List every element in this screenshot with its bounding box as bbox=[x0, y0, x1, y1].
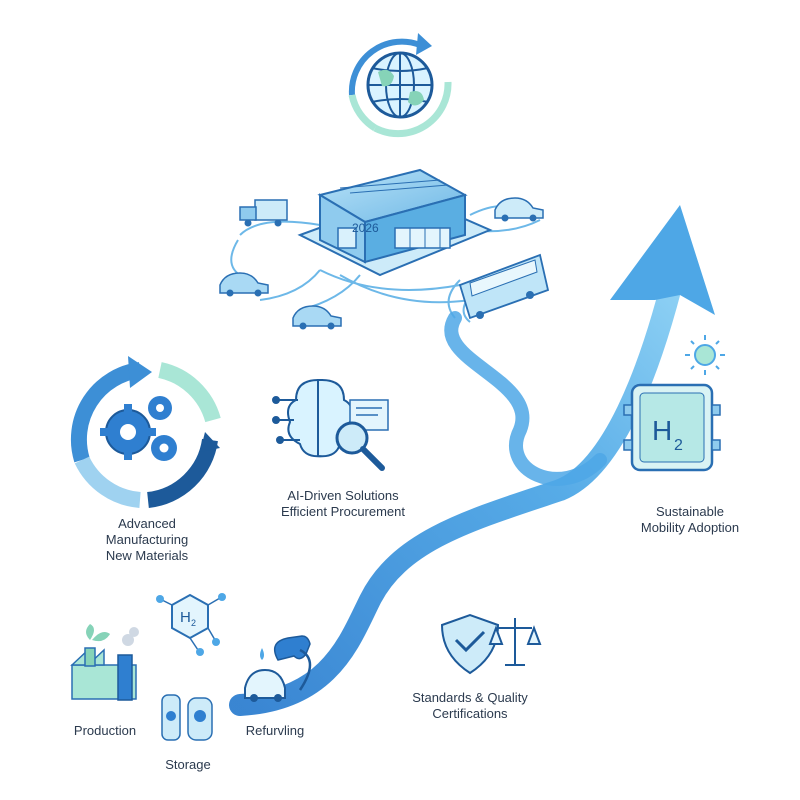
magnifier-icon bbox=[335, 421, 385, 471]
storage-tanks-icon bbox=[161, 694, 213, 741]
hydrogen-symbol: H bbox=[652, 415, 672, 446]
storage-label: Storage bbox=[165, 757, 211, 772]
ai-label: AI-Driven Solutions Efficient Procuremen… bbox=[258, 488, 428, 520]
standards-label-line1: Standards & Quality bbox=[412, 690, 528, 705]
sun-icon bbox=[685, 335, 725, 375]
hydrogen-subscript: 2 bbox=[674, 437, 683, 454]
manufacturing-label-line2: Manufacturing bbox=[105, 532, 189, 547]
refueling-label: Refurvling bbox=[245, 723, 305, 738]
ai-brain-icon bbox=[272, 379, 353, 458]
ai-label-line2: Efficient Procurement bbox=[280, 504, 406, 519]
bus-icon bbox=[458, 253, 550, 320]
gear-icon-large bbox=[100, 404, 156, 460]
standards-label-line2: Certifications bbox=[432, 706, 508, 721]
mobility-label-line1: Sustainable bbox=[656, 504, 724, 519]
car-icon-left bbox=[219, 272, 269, 297]
standards-label: Standards & Quality Certifications bbox=[400, 690, 540, 722]
car-icon-bottom bbox=[292, 305, 342, 330]
production-label: Production bbox=[73, 723, 137, 738]
delivery-truck-icon bbox=[239, 199, 288, 227]
molecule-symbol: H bbox=[180, 609, 191, 626]
manufacturing-label-line3: New Materials bbox=[105, 548, 189, 563]
balance-scale-icon bbox=[488, 618, 542, 666]
globe-cycle-icon bbox=[348, 33, 452, 138]
refuel-car-icon bbox=[244, 668, 286, 702]
molecule-subscript: 2 bbox=[191, 618, 196, 628]
production-factory-icon bbox=[70, 624, 139, 701]
fuel-nozzle-icon bbox=[260, 635, 312, 691]
ai-label-line1: AI-Driven Solutions bbox=[287, 488, 399, 503]
gear-icon-small-bottom bbox=[151, 435, 177, 461]
manufacturing-cycle-icon bbox=[70, 356, 221, 508]
mobility-label-line2: Mobility Adoption bbox=[640, 520, 740, 535]
hydrogen-tank-icon bbox=[623, 383, 721, 472]
manufacturing-label: Advanced Manufacturing New Materials bbox=[82, 516, 212, 564]
building-year: 2026 bbox=[352, 221, 379, 235]
factory-building bbox=[297, 168, 493, 277]
car-icon-top-right bbox=[494, 197, 544, 222]
manufacturing-label-line1: Advanced bbox=[118, 516, 176, 531]
hydrogen-molecule-icon bbox=[156, 593, 226, 656]
gear-icon-small-top bbox=[148, 396, 172, 420]
mobility-label: Sustainable Mobility Adoption bbox=[620, 504, 760, 536]
